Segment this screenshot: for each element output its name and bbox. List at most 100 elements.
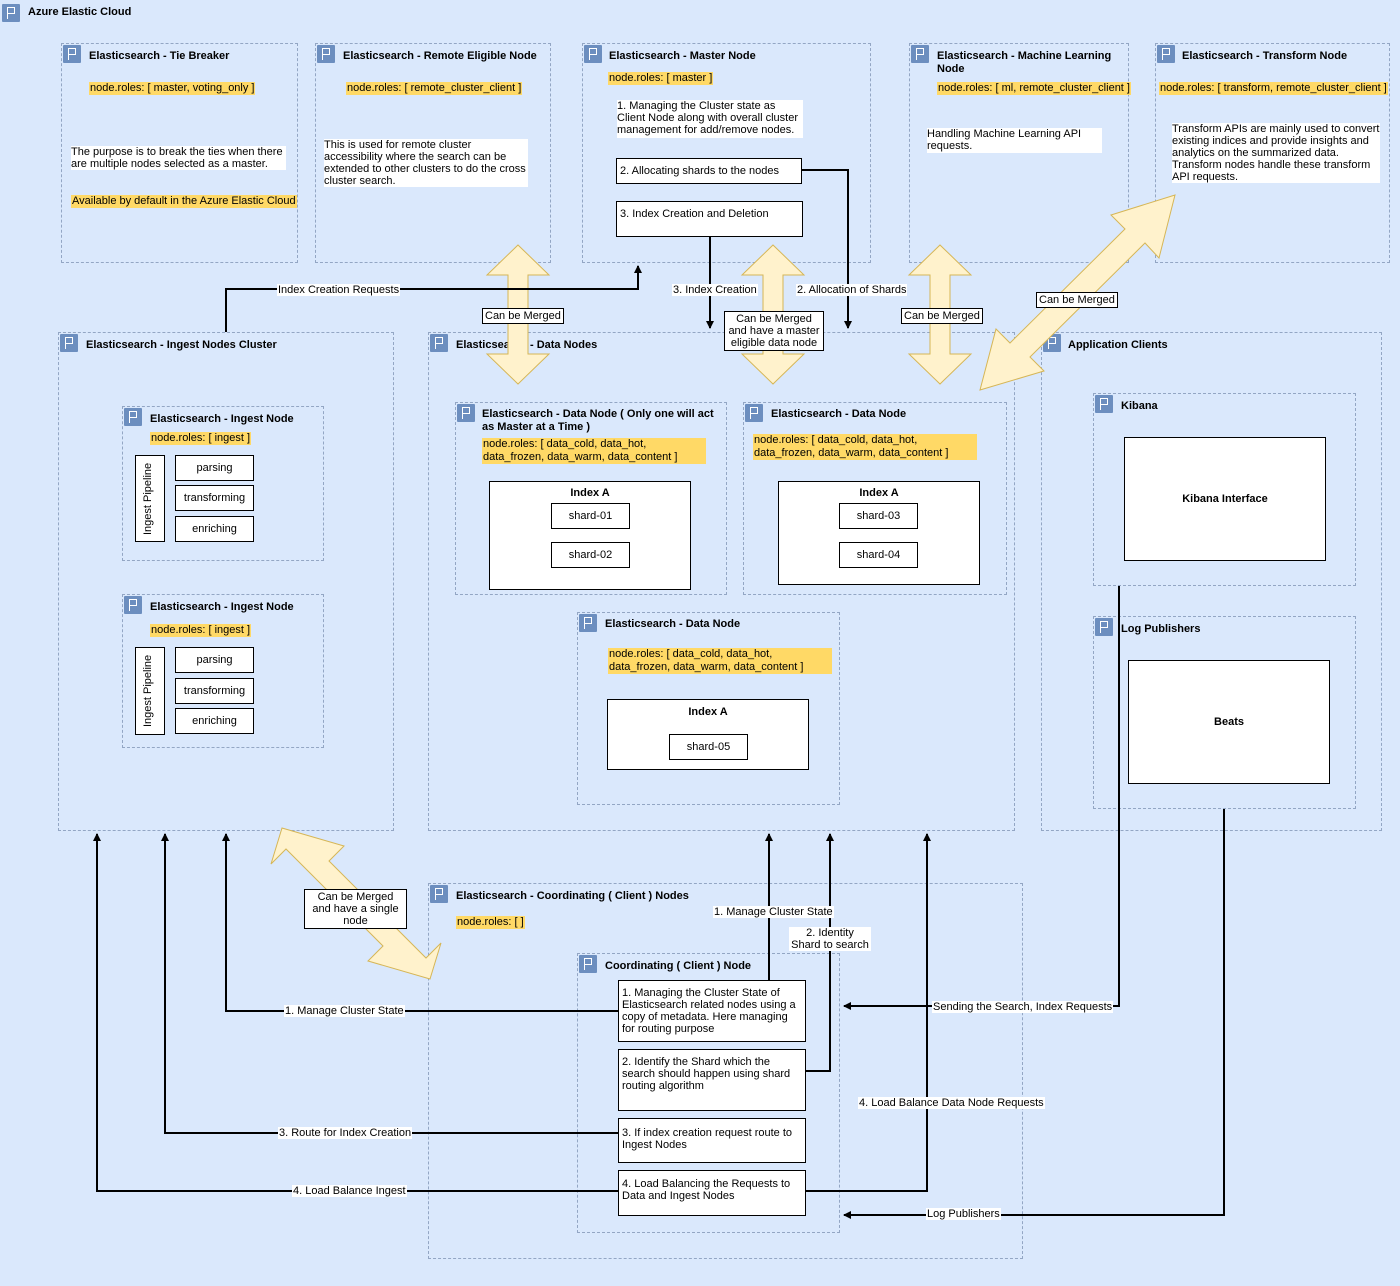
label-log-publishers: Log Publishers <box>926 1208 1001 1220</box>
data-node-3-title: Elasticsearch - Data Node <box>605 618 741 630</box>
shard-03-box: shard-03 <box>839 503 918 529</box>
shard-02-box: shard-02 <box>551 542 630 568</box>
label-identity-shard: 2. Identity Shard to search <box>789 927 871 951</box>
coord-item-1: 1. Managing the Cluster State of Elastic… <box>618 980 806 1042</box>
coord-nodes-roles: node.roles: [ ] <box>456 916 525 929</box>
shard-01-box: shard-01 <box>551 503 630 529</box>
data-node-1-index-title: Index A <box>570 487 610 499</box>
transform-node-roles: node.roles: [ transform, remote_cluster_… <box>1159 82 1388 95</box>
app-clients-title: Application Clients <box>1068 339 1168 351</box>
data-node-3-flag-icon <box>579 614 597 632</box>
coord-item-2: 2. Identify the Shard which the search s… <box>618 1049 806 1111</box>
coord-item-4: 4. Load Balancing the Requests to Data a… <box>618 1170 806 1216</box>
label-lb-ingest: 4. Load Balance Ingest <box>292 1185 407 1197</box>
ingest-cluster-flag-icon <box>60 334 78 352</box>
root-flag-icon <box>2 4 20 22</box>
label-index-creation: 3. Index Creation <box>672 284 758 296</box>
label-manage-cluster-state: 1. Manage Cluster State <box>713 906 834 918</box>
transform-node-group <box>1155 43 1390 263</box>
kibana-title: Kibana <box>1121 400 1158 412</box>
label-merge-1: Can be Merged <box>482 308 564 324</box>
label-lb-data: 4. Load Balance Data Node Requests <box>858 1097 1045 1109</box>
shard-04-box: shard-04 <box>839 542 918 568</box>
tie-breaker-desc: The purpose is to break the ties when th… <box>71 146 286 170</box>
beats-box: Beats <box>1128 660 1330 784</box>
ingest-2-step-enriching: enriching <box>175 708 254 734</box>
transform-node-desc: Transform APIs are mainly used to conver… <box>1172 123 1380 183</box>
coord-nodes-title: Elasticsearch - Coordinating ( Client ) … <box>456 890 689 902</box>
ingest-pipeline-1-label: Ingest Pipeline <box>142 462 154 535</box>
label-merge-master: Can be Merged and have a master eligible… <box>724 311 824 351</box>
shard-05-box: shard-05 <box>669 734 748 760</box>
kibana-group <box>1093 393 1356 586</box>
master-node-flag-icon <box>584 45 602 63</box>
transform-node-flag-icon <box>1157 45 1175 63</box>
label-index-creation-requests: Index Creation Requests <box>277 284 401 296</box>
kibana-interface-box: Kibana Interface <box>1124 437 1326 561</box>
ingest-node-2-flag-icon <box>124 596 142 614</box>
master-item-1: 1. Managing the Cluster state as Client … <box>617 100 803 138</box>
ml-node-flag-icon <box>911 45 929 63</box>
ingest-node-1-flag-icon <box>124 408 142 426</box>
kibana-flag-icon <box>1095 395 1113 413</box>
master-node-title: Elasticsearch - Master Node <box>609 50 756 62</box>
label-allocation: 2. Allocation of Shards <box>796 284 908 296</box>
master-item-3: 3. Index Creation and Deletion <box>616 201 803 237</box>
label-sending-requests: Sending the Search, Index Requests <box>932 1001 1114 1013</box>
label-manage-cluster-state-ingest: 1. Manage Cluster State <box>284 1005 405 1017</box>
data-node-1-title: Elasticsearch - Data Node ( Only one wil… <box>482 408 714 433</box>
data-node-2-flag-icon <box>745 404 763 422</box>
label-route-index: 3. Route for Index Creation <box>278 1127 413 1139</box>
data-nodes-title: Elasticsearch - Data Nodes <box>456 339 598 351</box>
coord-node-flag-icon <box>579 955 597 973</box>
log-publishers-title: Log Publishers <box>1121 623 1201 635</box>
transform-node-title: Elasticsearch - Transform Node <box>1182 50 1348 62</box>
data-node-3-roles: node.roles: [ data_cold, data_hot, data_… <box>608 648 832 674</box>
master-item-2: 2. Allocating shards to the nodes <box>616 158 802 184</box>
tie-breaker-note: Available by default in the Azure Elasti… <box>71 195 297 208</box>
ml-node-roles: node.roles: [ ml, remote_cluster_client … <box>937 82 1131 95</box>
data-node-1-flag-icon <box>457 404 475 422</box>
coord-item-3: 3. If index creation request route to In… <box>618 1118 806 1163</box>
data-node-2-title: Elasticsearch - Data Node <box>771 408 907 420</box>
tie-breaker-roles: node.roles: [ master, voting_only ] <box>89 82 256 95</box>
ingest-node-1-roles: node.roles: [ ingest ] <box>150 432 252 445</box>
remote-node-desc: This is used for remote cluster accessib… <box>324 139 528 187</box>
ingest-cluster-title: Elasticsearch - Ingest Nodes Cluster <box>86 339 277 351</box>
ingest-node-2-title: Elasticsearch - Ingest Node <box>150 601 294 613</box>
label-merge-single: Can be Merged and have a single node <box>304 889 407 929</box>
coord-nodes-flag-icon <box>430 885 448 903</box>
ingest-node-2-roles: node.roles: [ ingest ] <box>150 624 252 637</box>
ingest-1-step-transforming: transforming <box>175 485 254 511</box>
remote-node-flag-icon <box>317 45 335 63</box>
ingest-2-step-transforming: transforming <box>175 678 254 704</box>
data-node-3-group <box>577 612 840 805</box>
remote-node-title: Elasticsearch - Remote Eligible Node <box>343 50 537 62</box>
data-nodes-flag-icon <box>430 334 448 352</box>
label-merge-3: Can be Merged <box>901 308 983 324</box>
ml-node-desc: Handling Machine Learning API requests. <box>927 128 1102 153</box>
tie-breaker-flag-icon <box>63 45 81 63</box>
ingest-pipeline-2-label: Ingest Pipeline <box>142 654 154 728</box>
master-node-group <box>582 43 871 263</box>
data-node-3-index-title: Index A <box>688 706 728 718</box>
master-node-roles: node.roles: [ master ] <box>608 72 714 85</box>
ml-node-group <box>909 43 1129 263</box>
data-node-1-index <box>489 481 691 590</box>
data-node-2-roles: node.roles: [ data_cold, data_hot, data_… <box>753 434 977 460</box>
data-nodes-group <box>428 332 1015 831</box>
coord-node-title: Coordinating ( Client ) Node <box>605 960 752 972</box>
app-clients-flag-icon <box>1043 334 1061 352</box>
ingest-node-1-group <box>122 406 324 561</box>
ml-node-title: Elasticsearch - Machine Learning Node <box>937 50 1112 75</box>
data-node-1-roles: node.roles: [ data_cold, data_hot, data_… <box>482 438 706 464</box>
ingest-pipeline-2 <box>135 647 165 735</box>
ingest-node-1-title: Elasticsearch - Ingest Node <box>150 413 294 425</box>
remote-node-group <box>315 43 551 263</box>
remote-node-roles: node.roles: [ remote_cluster_client ] <box>346 82 523 95</box>
data-node-2-index-title: Index A <box>859 487 899 499</box>
root-title: Azure Elastic Cloud <box>28 6 132 18</box>
ingest-2-step-parsing: parsing <box>175 647 254 673</box>
tie-breaker-title: Elasticsearch - Tie Breaker <box>89 50 230 62</box>
